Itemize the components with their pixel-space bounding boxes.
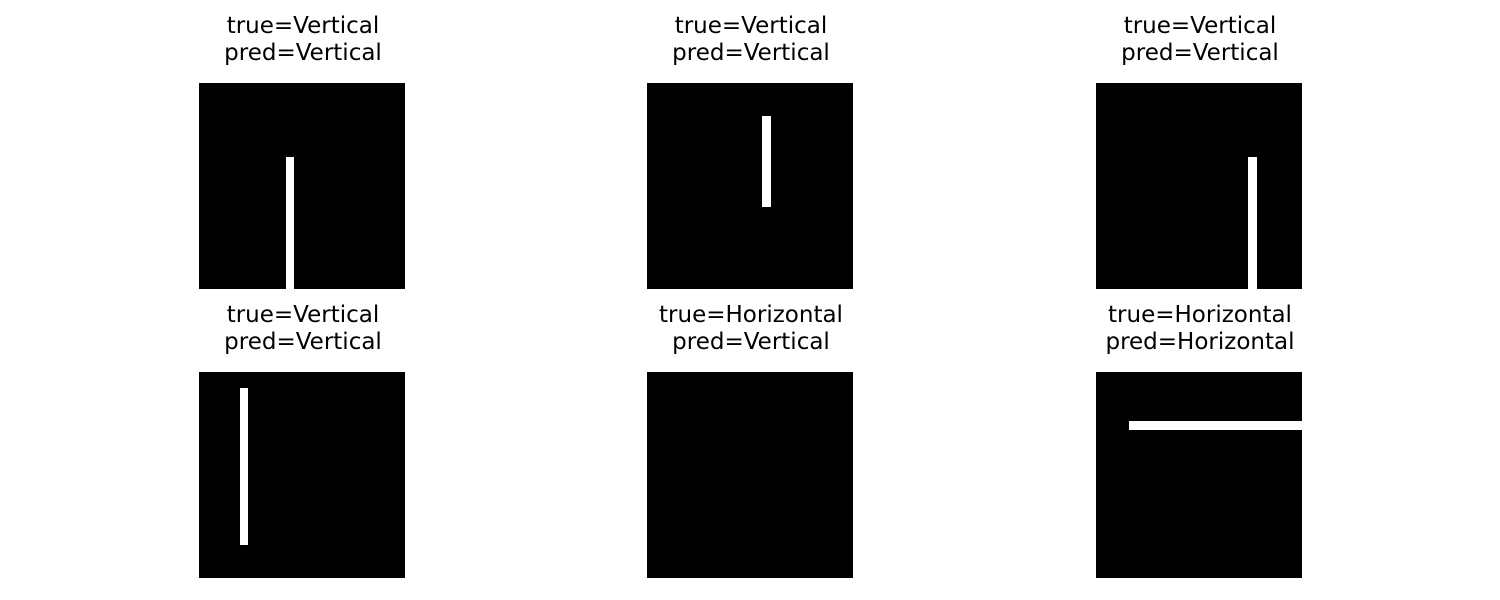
vertical-line [762,116,771,207]
pred-label: pred=Vertical [224,329,382,355]
sample-panel: true=Vertical pred=Vertical [1070,13,1330,289]
true-label: true=Vertical [1123,13,1277,39]
pred-label: pred=Vertical [224,40,382,66]
panel-title: true=Vertical pred=Vertical [173,13,433,67]
sample-image [199,83,405,289]
pred-label: pred=Vertical [1121,40,1279,66]
sample-image [199,372,405,578]
sample-image [1096,372,1302,578]
panel-title: true=Horizontal pred=Vertical [621,302,881,356]
vertical-line [1248,157,1257,289]
true-label: true=Vertical [674,13,828,39]
sample-panel: true=Horizontal pred=Horizontal [1070,302,1330,578]
panel-title: true=Vertical pred=Vertical [1070,13,1330,67]
panel-title: true=Vertical pred=Vertical [621,13,881,67]
true-label: true=Horizontal [659,302,843,328]
vertical-line [286,157,294,289]
true-label: true=Horizontal [1108,302,1292,328]
sample-panel: true=Vertical pred=Vertical [173,302,433,578]
sample-panel: true=Vertical pred=Vertical [621,13,881,289]
pred-label: pred=Vertical [672,329,830,355]
sample-panel: true=Vertical pred=Vertical [173,13,433,289]
sample-image [647,372,853,578]
panel-title: true=Horizontal pred=Horizontal [1070,302,1330,356]
sample-image [1096,83,1302,289]
sample-panel: true=Horizontal pred=Vertical [621,302,881,578]
true-label: true=Vertical [226,13,380,39]
pred-label: pred=Vertical [672,40,830,66]
vertical-line [240,388,248,545]
true-label: true=Vertical [226,302,380,328]
sample-image [647,83,853,289]
horizontal-line [1129,421,1302,430]
panel-title: true=Vertical pred=Vertical [173,302,433,356]
pred-label: pred=Horizontal [1105,329,1295,355]
